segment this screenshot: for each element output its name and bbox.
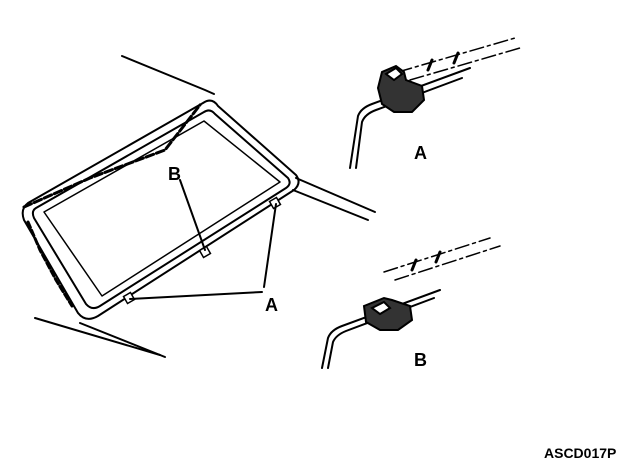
roof-line [121, 55, 215, 95]
detail-a-hatch [426, 51, 460, 72]
label-b-detail: B [414, 350, 427, 370]
windshield-view: B A [21, 55, 376, 358]
label-b-main: B [168, 164, 181, 184]
detail-a-glass-lower [409, 47, 521, 81]
label-a-detail: A [414, 143, 427, 163]
detail-b-glass [383, 237, 491, 273]
cowl-line [34, 317, 161, 356]
leader-b [179, 179, 206, 251]
detail-a: A [349, 37, 521, 169]
detail-a-panel [349, 67, 471, 169]
detail-b: B [321, 237, 501, 370]
detail-b-glass-lower [394, 245, 501, 281]
left-seam-dashed [26, 220, 74, 308]
detail-a-clip-lip [384, 66, 404, 82]
cowl-line-inner [79, 322, 166, 358]
moulding-outer [21, 99, 300, 320]
moulding-inner [31, 109, 291, 310]
detail-b-panel [321, 289, 441, 369]
detail-b-hatch [410, 250, 442, 272]
figure-code: ASCD017P [544, 445, 616, 461]
joint-mark-a1 [122, 291, 136, 305]
a-pillar-line [295, 177, 376, 213]
detail-b-panel-inner [327, 297, 435, 369]
a-pillar-line-inner [292, 189, 369, 221]
detail-a-panel-inner [355, 77, 463, 169]
label-a-main: A [265, 295, 278, 315]
leader-a-left [129, 291, 263, 300]
detail-b-clip-lip [370, 300, 392, 316]
joint-mark-b [198, 245, 212, 259]
joint-mark-a2 [268, 196, 282, 210]
leader-a-right [263, 203, 277, 288]
glass-edge [43, 120, 281, 297]
